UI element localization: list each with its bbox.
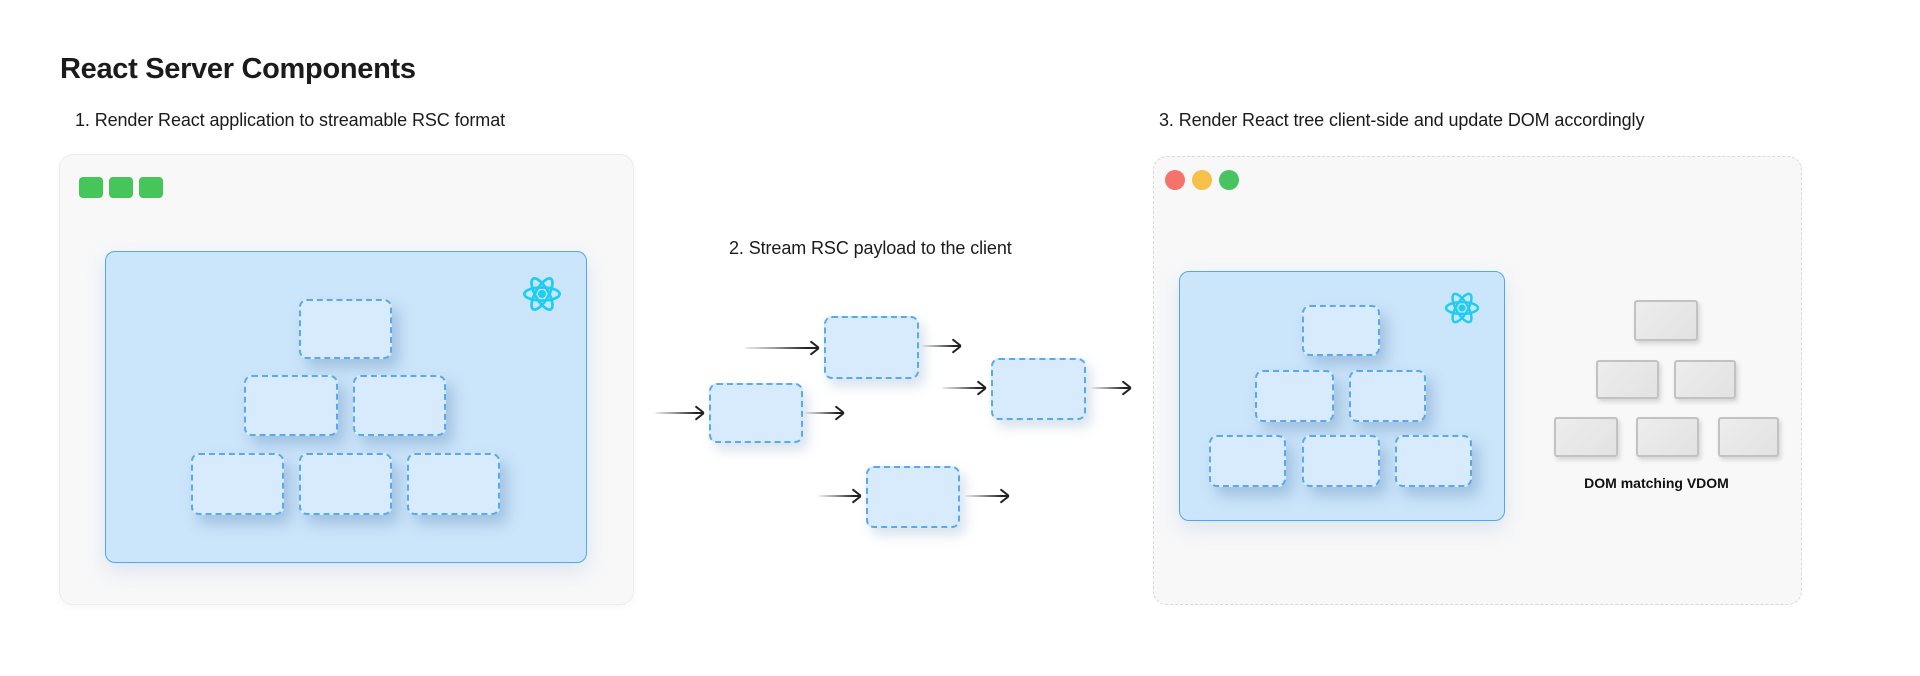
green-square-icon [139, 177, 163, 198]
stream-arrow [942, 387, 985, 389]
dom-node [1634, 300, 1698, 341]
stream-arrow [819, 495, 860, 497]
stream-arrow [965, 495, 1008, 497]
server-window [59, 154, 634, 605]
vdom-node [407, 453, 500, 515]
stream-arrow [745, 347, 818, 349]
minimize-traffic-light-icon [1192, 170, 1212, 190]
dom-tree-caption: DOM matching VDOM [1584, 475, 1729, 491]
vdom-node [1209, 435, 1286, 487]
close-traffic-light-icon [1165, 170, 1185, 190]
dom-node [1636, 417, 1699, 457]
vdom-node [299, 299, 392, 359]
rsc-chunk [866, 466, 960, 528]
stream-arrow [655, 412, 703, 414]
zoom-traffic-light-icon [1219, 170, 1239, 190]
green-square-icon [109, 177, 133, 198]
vdom-node [1255, 370, 1334, 422]
stream-arrow [805, 412, 843, 414]
dom-node [1596, 360, 1659, 399]
server-window-controls [79, 177, 163, 198]
dom-node [1554, 417, 1618, 457]
rsc-chunk [824, 316, 919, 379]
dom-node [1674, 360, 1736, 399]
server-react-panel [105, 251, 587, 563]
browser-window-controls [1165, 170, 1239, 190]
vdom-node [1302, 435, 1380, 487]
stream-arrow [922, 345, 960, 347]
client-react-panel [1179, 271, 1505, 521]
rsc-chunk [991, 358, 1086, 420]
dom-node [1718, 417, 1779, 457]
react-atom-icon [521, 273, 563, 315]
vdom-node [1302, 305, 1380, 356]
step3-label: 3. Render React tree client-side and upd… [1159, 110, 1645, 130]
stream-arrow [1091, 387, 1130, 389]
step2-label: 2. Stream RSC payload to the client [729, 238, 1012, 258]
browser-window: DOM matching VDOM [1153, 156, 1802, 605]
vdom-node [244, 375, 338, 436]
green-square-icon [79, 177, 103, 198]
react-atom-icon [1443, 289, 1481, 327]
vdom-node [1395, 435, 1472, 487]
step1-label: 1. Render React application to streamabl… [75, 110, 506, 130]
vdom-node [1349, 370, 1426, 422]
vdom-node [191, 453, 284, 515]
page-title: React Server Components [60, 53, 416, 86]
vdom-node [353, 375, 446, 436]
rsc-chunk [709, 383, 803, 443]
vdom-node [299, 453, 392, 515]
